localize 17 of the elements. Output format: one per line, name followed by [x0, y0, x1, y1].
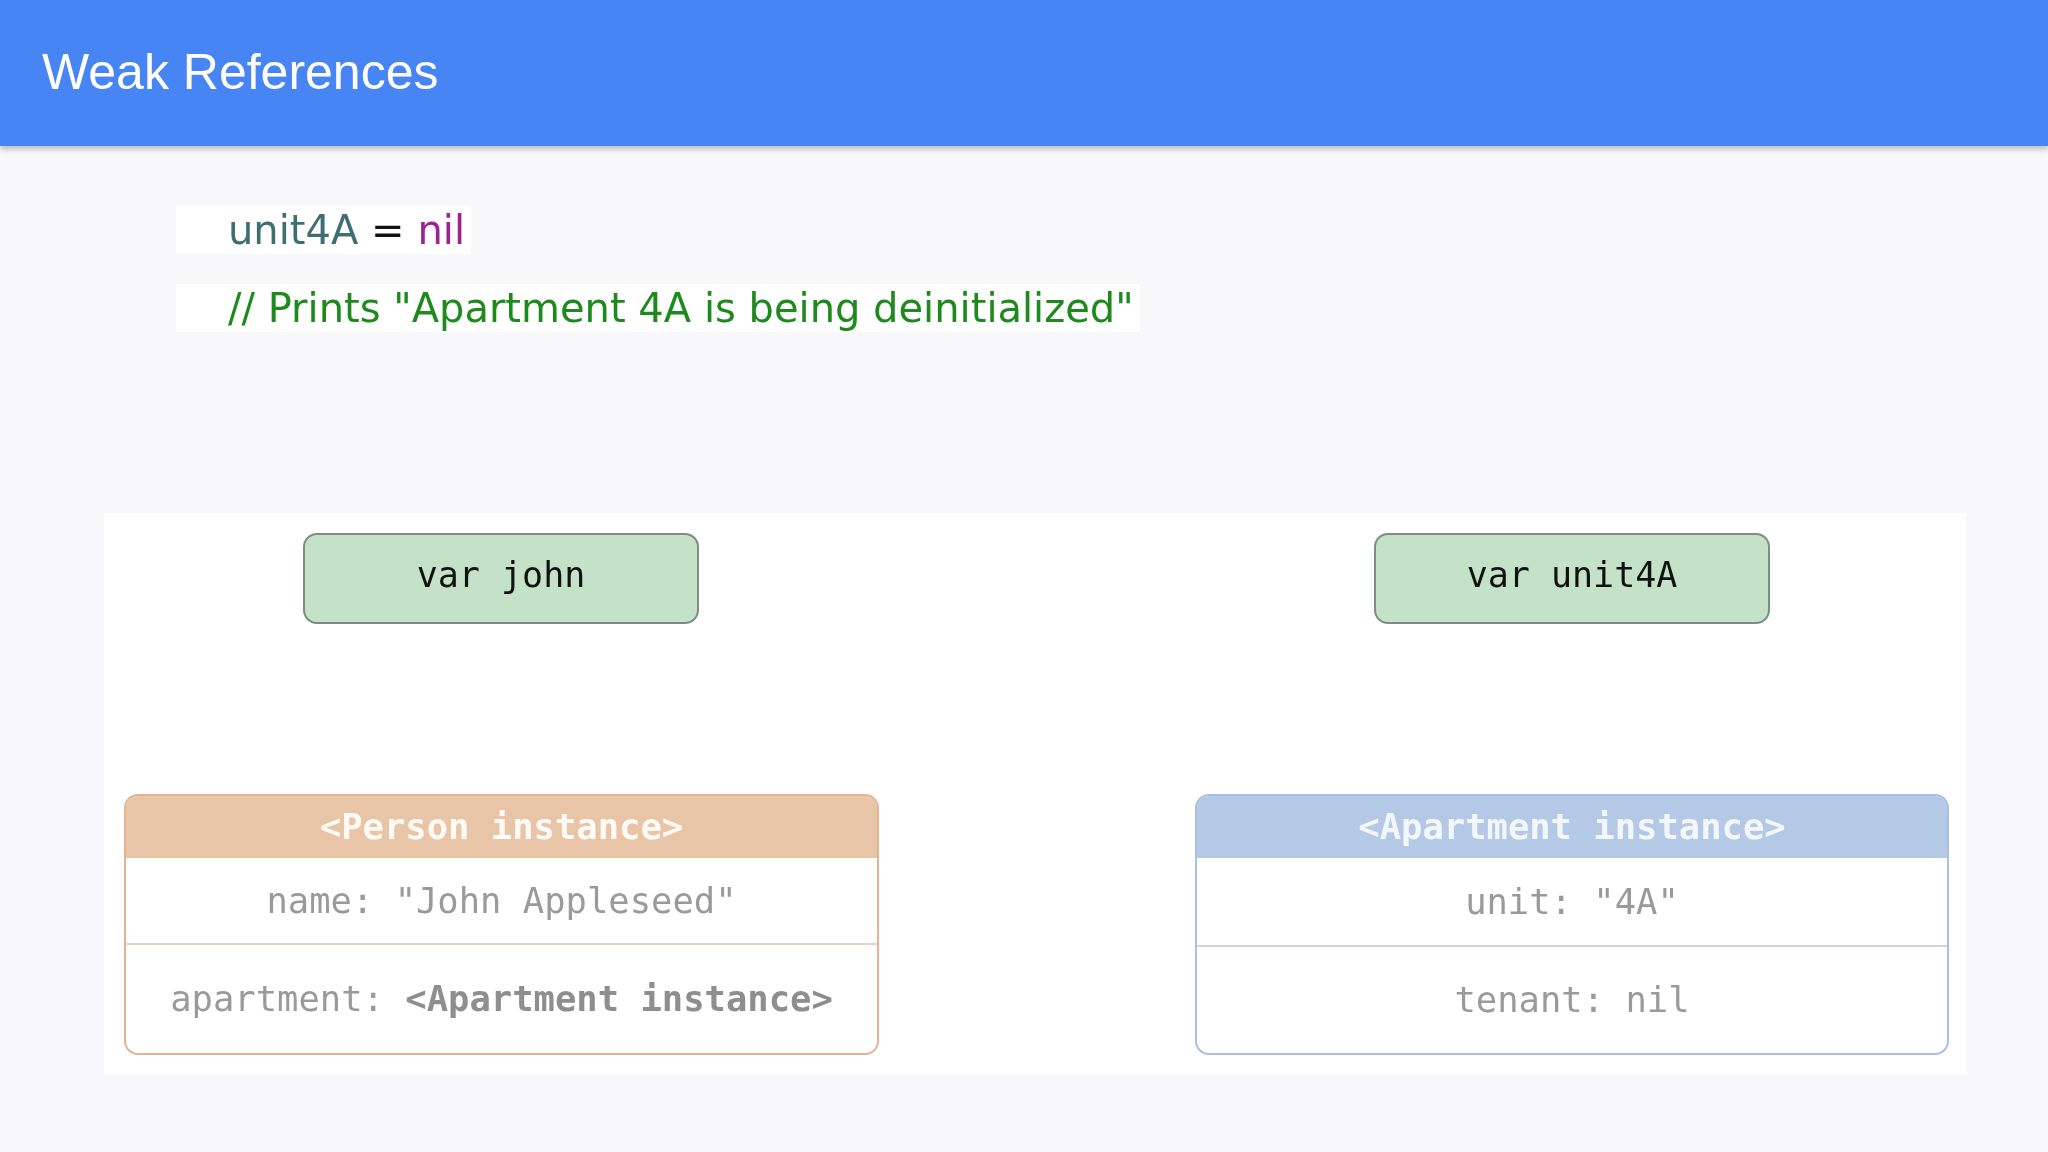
property-text: apartment: <Apartment instance>	[170, 978, 833, 1018]
code-operator: =	[371, 208, 405, 252]
code-keyword: nil	[417, 208, 465, 252]
variable-name: var unit4A	[1466, 555, 1678, 595]
variable-box	[303, 533, 699, 624]
property-text: name: "John Appleseed"	[266, 881, 737, 921]
slide-title: Weak References	[42, 43, 439, 102]
variable-name: var john	[416, 555, 586, 595]
instance-card	[124, 794, 879, 1055]
code-identifier: unit4A	[228, 208, 359, 252]
instance-title: <Person instance>	[319, 807, 684, 847]
property-text: tenant: nil	[1454, 979, 1690, 1019]
instance-card	[1195, 794, 1949, 1055]
code-comment: // Prints "Apartment 4A is being deinitialized"	[228, 286, 1134, 330]
variable-box	[1374, 533, 1770, 624]
instance-title: <Apartment instance>	[1358, 807, 1786, 847]
property-text: unit: "4A"	[1465, 882, 1679, 922]
